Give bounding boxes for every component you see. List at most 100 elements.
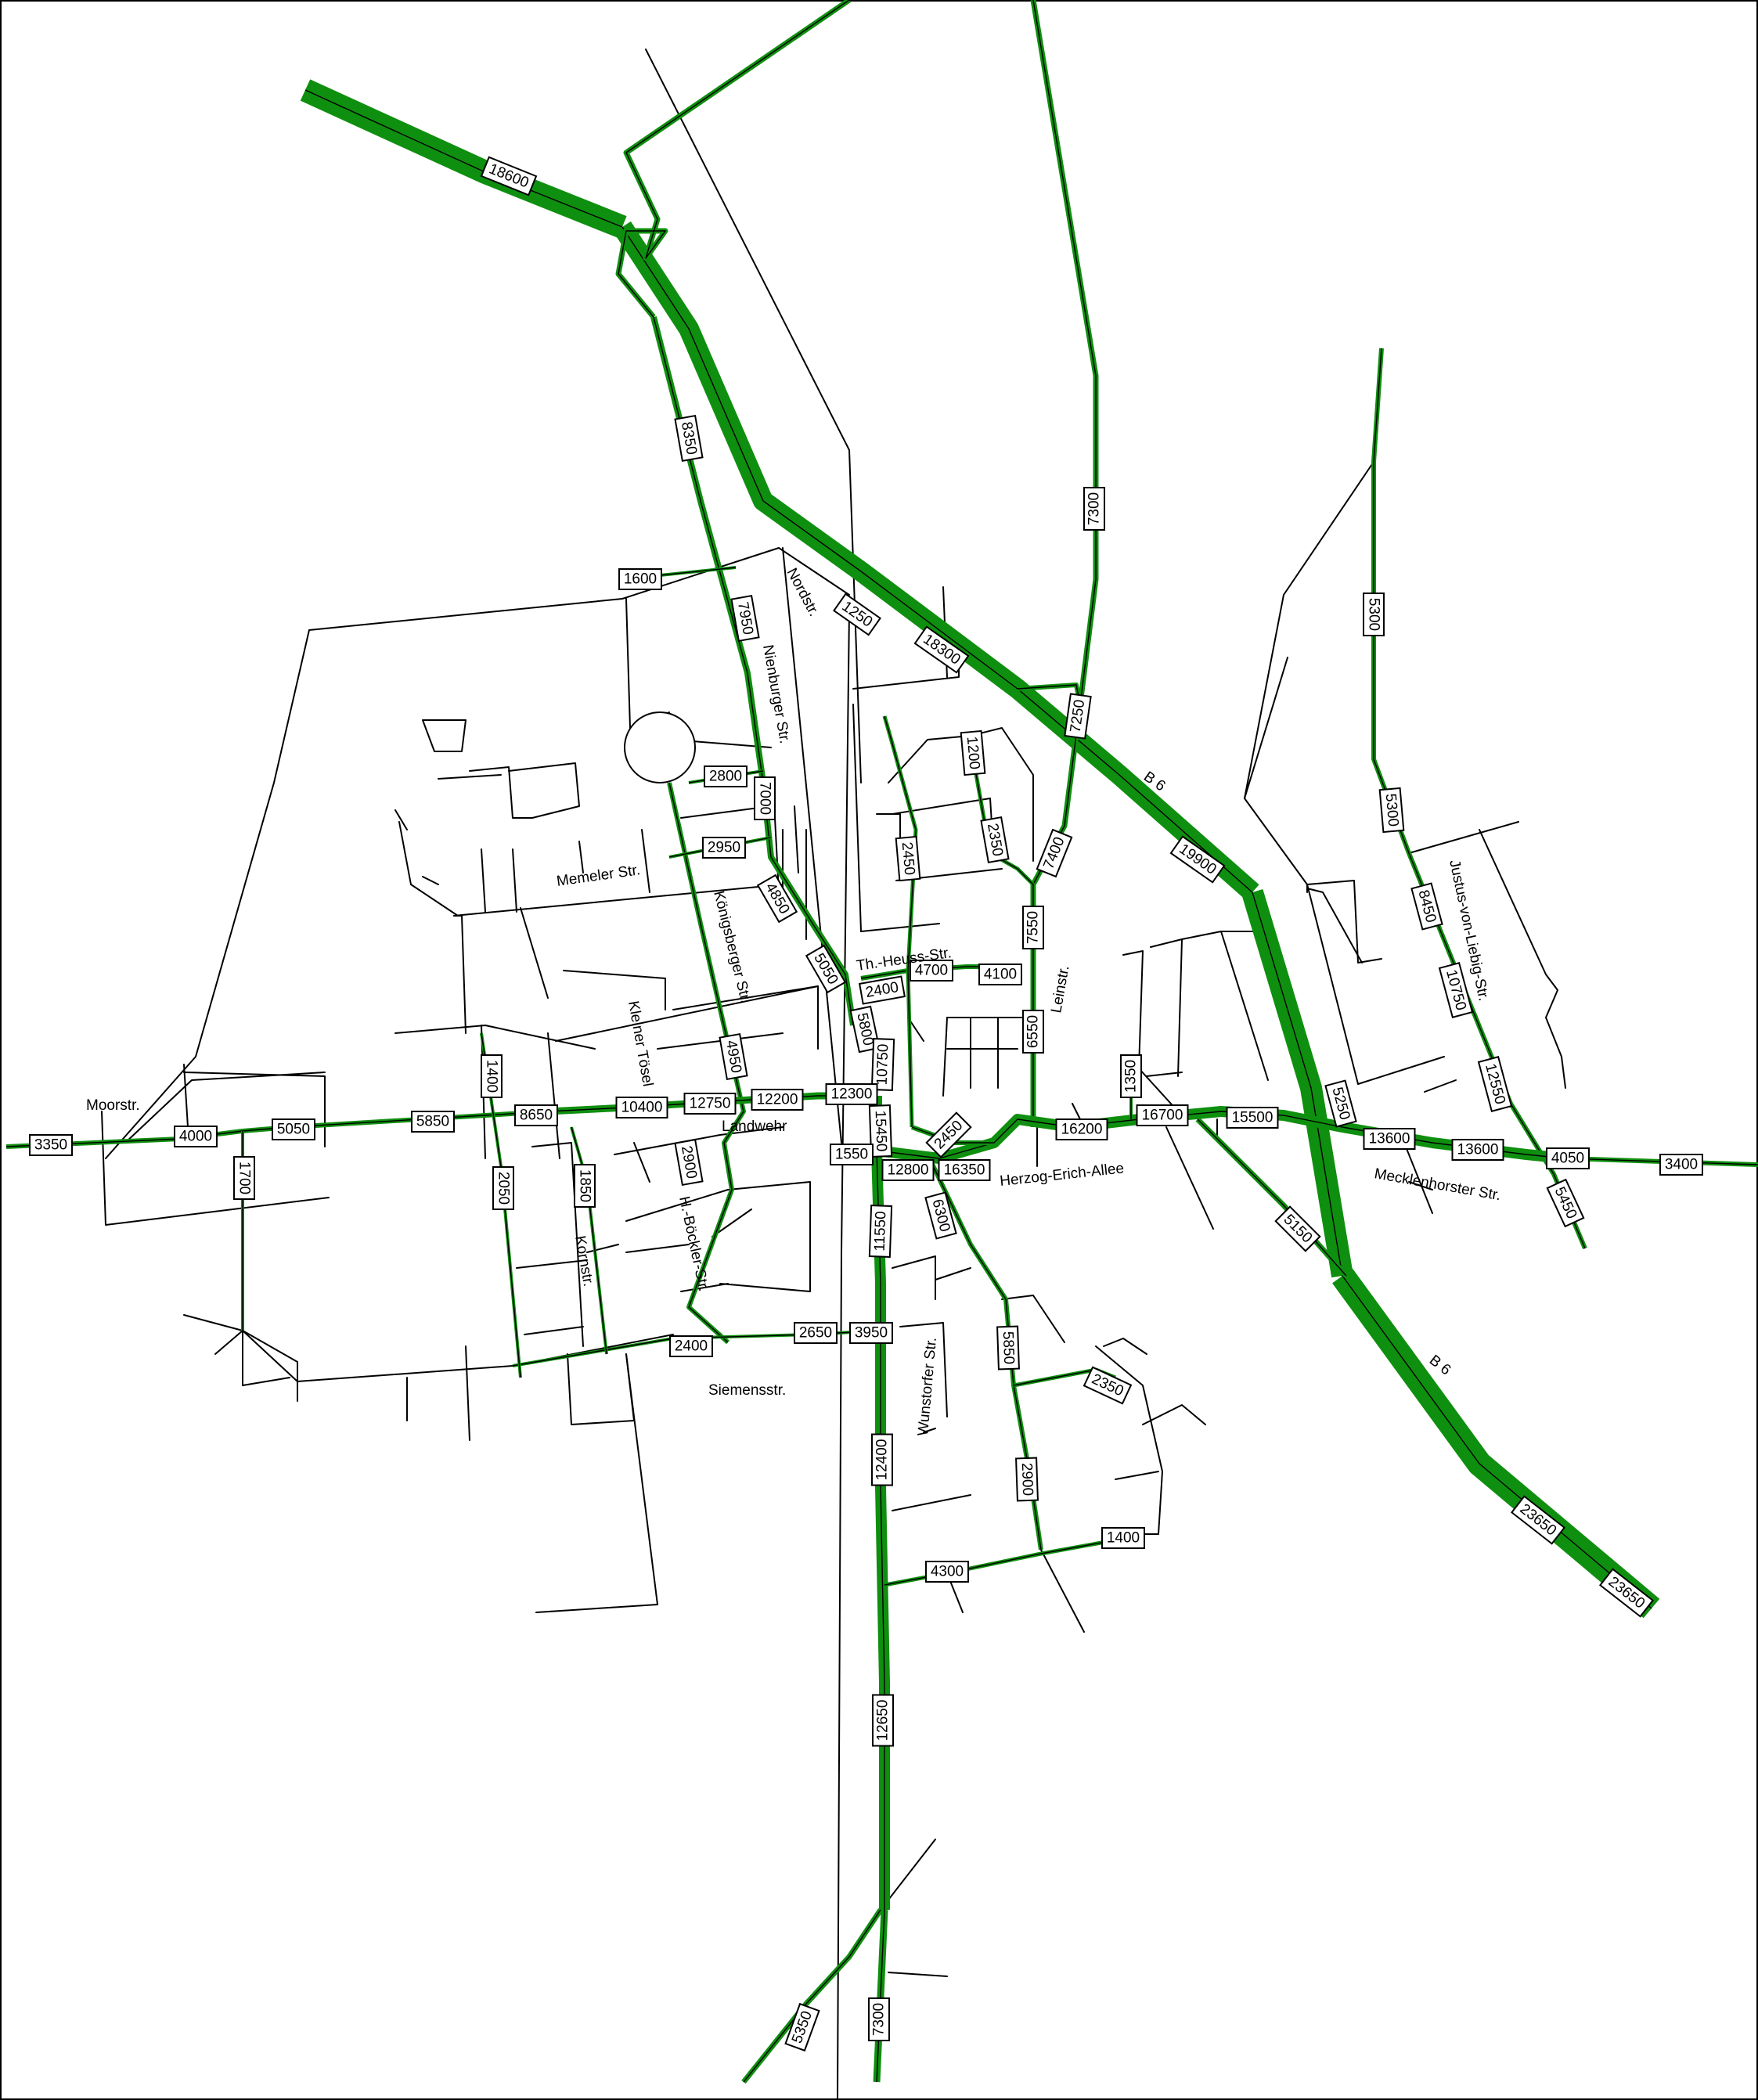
volume-value: 2400 xyxy=(675,1338,708,1355)
volume-value: 5850 xyxy=(1000,1331,1017,1365)
street-line xyxy=(641,829,650,893)
flow-centerline xyxy=(1032,0,1097,1127)
street-line xyxy=(1165,1126,1214,1230)
street-line xyxy=(578,841,584,873)
volume-value: 4000 xyxy=(179,1129,212,1145)
street-line xyxy=(535,1353,658,1613)
street-line xyxy=(680,1283,729,1292)
street-line xyxy=(242,1330,298,1402)
volume-value: 1550 xyxy=(835,1147,868,1163)
volume-value: 12650 xyxy=(875,1700,892,1742)
volume-label: 2450 xyxy=(895,835,921,882)
volume-label: 4850 xyxy=(756,873,798,924)
volume-value: 16700 xyxy=(1142,1108,1183,1124)
volume-label: 4950 xyxy=(719,1032,748,1081)
volume-label: 5150 xyxy=(1274,1205,1321,1252)
street-line xyxy=(1001,1295,1065,1343)
street-line xyxy=(469,766,533,819)
street-line xyxy=(645,49,862,783)
volume-label: 4300 xyxy=(925,1561,969,1583)
volume-value: 13600 xyxy=(1457,1142,1499,1158)
street-line xyxy=(888,727,1034,862)
street-line xyxy=(935,1267,971,1281)
street-label-moorstr: Moorstr. xyxy=(86,1097,140,1114)
volume-value: 7550 xyxy=(1025,911,1042,944)
volume-value: 2650 xyxy=(799,1325,832,1342)
roundabout xyxy=(624,711,696,783)
street-line xyxy=(586,1244,619,1253)
street-line xyxy=(1479,829,1566,1089)
volume-value: 7300 xyxy=(1086,492,1103,525)
street-line xyxy=(438,774,502,780)
volume-value: 1850 xyxy=(577,1169,593,1202)
volume-label: 12550 xyxy=(1477,1056,1513,1112)
volume-label: 2350 xyxy=(980,816,1010,864)
volume-label: 12650 xyxy=(872,1694,894,1747)
volume-value: 6550 xyxy=(1025,1015,1042,1048)
volume-label: 1600 xyxy=(618,568,662,590)
street-line xyxy=(1142,1404,1206,1425)
volume-label: 16200 xyxy=(1055,1118,1108,1140)
traffic-flow-bands xyxy=(5,0,1758,2084)
street-line xyxy=(465,1345,470,1441)
volume-label: 1400 xyxy=(1101,1527,1145,1549)
street-line xyxy=(1095,1345,1163,1535)
street-line xyxy=(1181,931,1269,1081)
volume-value: 13600 xyxy=(1369,1131,1410,1147)
volume-value: 4100 xyxy=(984,967,1017,983)
street-label-memeler: Memeler Str. xyxy=(556,862,642,890)
volume-label: 5050 xyxy=(272,1118,315,1140)
volume-label: 10400 xyxy=(615,1097,668,1118)
volume-label: 12300 xyxy=(825,1083,878,1105)
street-line xyxy=(567,1353,635,1425)
volume-value: 4050 xyxy=(1551,1151,1584,1167)
street-line xyxy=(1103,1338,1147,1355)
street-line xyxy=(1424,1079,1457,1093)
flow-centerline xyxy=(884,1537,1128,1586)
volume-value: 1400 xyxy=(484,1060,500,1093)
volume-label: 2950 xyxy=(702,837,746,859)
street-line xyxy=(1306,888,1363,964)
volume-label: 7300 xyxy=(868,1997,890,2041)
street-line xyxy=(555,985,819,1050)
street-line xyxy=(183,1064,189,1128)
volume-label: 1850 xyxy=(574,1164,596,1208)
flow-centerline xyxy=(1197,1118,1347,1277)
volume-label: 13600 xyxy=(1363,1128,1416,1150)
volume-label: 7950 xyxy=(730,594,760,643)
flow-centerline xyxy=(970,743,1034,885)
flow-centerline xyxy=(1373,348,1586,1249)
volume-value: 1600 xyxy=(624,571,657,588)
street-line xyxy=(888,1972,948,1977)
volume-label: 2900 xyxy=(1015,1457,1039,1502)
volume-value: 7000 xyxy=(757,782,773,815)
volume-label: 1700 xyxy=(233,1156,255,1200)
street-line xyxy=(453,915,467,1034)
volume-label: 10750 xyxy=(1438,962,1474,1018)
volume-value: 3350 xyxy=(34,1137,67,1154)
volume-label: 8650 xyxy=(514,1104,558,1126)
street-line xyxy=(547,1032,560,1159)
volume-label: 7400 xyxy=(1036,828,1073,878)
volume-label: 7550 xyxy=(1022,906,1044,949)
volume-value: 3950 xyxy=(855,1325,888,1342)
flow-centerline xyxy=(5,1111,549,1147)
street-line xyxy=(860,923,940,932)
street-line xyxy=(1150,938,1183,1077)
volume-label: 2900 xyxy=(674,1138,704,1187)
volume-label: 5450 xyxy=(1546,1178,1585,1228)
street-line xyxy=(516,1259,588,1269)
volume-value: 12200 xyxy=(757,1092,798,1108)
volume-value: 8650 xyxy=(520,1108,553,1124)
flow-centerline xyxy=(668,782,744,1343)
street-line xyxy=(1244,461,1374,799)
street-line xyxy=(625,1244,690,1253)
volume-label: 7250 xyxy=(1064,693,1092,740)
street-line xyxy=(394,1025,596,1050)
volume-label: 1550 xyxy=(830,1144,874,1165)
volume-label: 4050 xyxy=(1546,1147,1590,1169)
street-line xyxy=(563,970,666,1010)
street-line xyxy=(183,1314,243,1331)
flow-centerline xyxy=(743,1909,881,2083)
